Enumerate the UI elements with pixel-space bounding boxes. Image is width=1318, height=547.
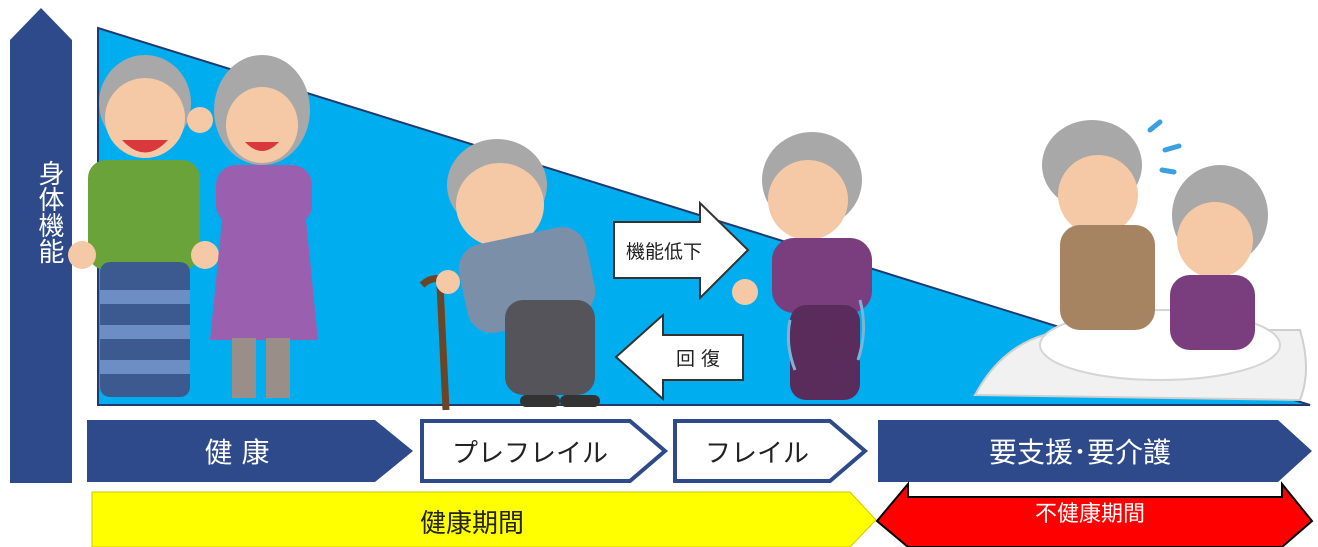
unhealthy-period-arrow — [875, 481, 1314, 547]
recovery-arrow — [614, 312, 744, 402]
unhealthy-period-label: 不健康期間 — [1034, 502, 1145, 527]
stage-label-healthy: 健 康 — [204, 436, 270, 469]
healthy-period-arrow — [91, 491, 877, 547]
stage-arrow-healthy — [87, 420, 413, 482]
stage-arrow-prefrail — [420, 419, 669, 483]
elderly-couple-happy-illustration — [68, 55, 318, 398]
stage-label-care: 要支援･要介護 — [988, 436, 1171, 469]
stage-label-prefrail: プレフレイル — [451, 438, 608, 469]
stage-label-frail: フレイル — [704, 438, 809, 469]
elderly-caregiver-couple-illustration — [973, 119, 1307, 402]
decline-label: 機能低下 — [625, 240, 702, 263]
elderly-woman-unsteady-illustration — [732, 132, 872, 400]
y-axis-arrow — [10, 8, 72, 483]
stage-arrow-frail — [673, 419, 869, 483]
decline-arrow — [613, 200, 750, 301]
elderly-man-with-cane-illustration — [419, 139, 600, 411]
healthy-period-label: 健康期間 — [419, 508, 524, 539]
recovery-label: 回 復 — [675, 348, 721, 370]
stage-arrow-care — [878, 420, 1312, 482]
y-axis-label: 身体機能 — [34, 160, 64, 264]
